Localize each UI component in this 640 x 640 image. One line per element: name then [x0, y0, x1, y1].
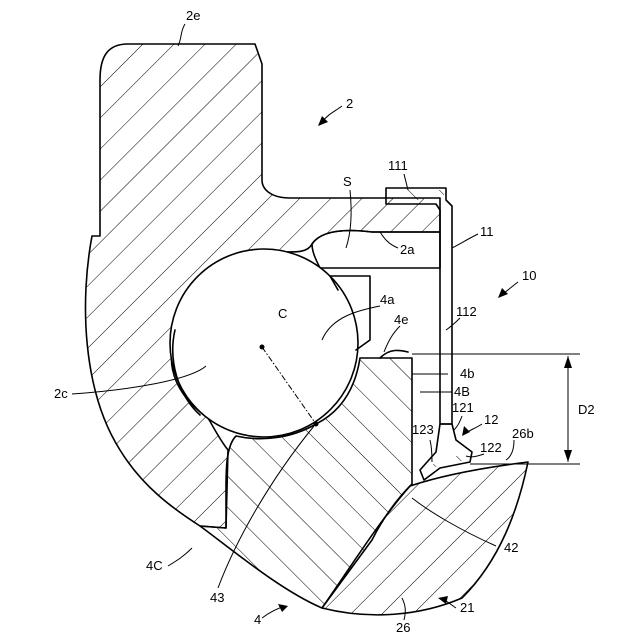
leader-11 — [452, 234, 478, 248]
label-d2: D2 — [578, 402, 595, 417]
label-2a: 2a — [400, 242, 415, 257]
label-4B: 4B — [454, 384, 470, 399]
d2-arrow-top — [564, 356, 572, 368]
label-4e: 4e — [394, 312, 408, 327]
leader-4e — [384, 326, 400, 352]
arrow-12 — [462, 426, 470, 436]
label-4b: 4b — [460, 366, 474, 381]
label-10: 10 — [522, 268, 536, 283]
label-112: 112 — [456, 304, 477, 319]
recess-s — [312, 231, 440, 269]
label-4a: 4a — [380, 292, 395, 307]
label-123: 123 — [412, 422, 434, 437]
label-4: 4 — [254, 612, 261, 627]
label-43: 43 — [210, 590, 224, 605]
leader-2a — [380, 232, 398, 248]
leader-112 — [446, 318, 460, 330]
label-42: 42 — [504, 540, 518, 555]
label-26: 26 — [396, 620, 410, 635]
label-2: 2 — [346, 96, 353, 111]
label-26b: 26b — [512, 426, 534, 441]
leader-26b — [506, 440, 514, 460]
leader-2e — [178, 24, 185, 46]
label-c: C — [278, 306, 287, 321]
label-2e: 2e — [186, 8, 200, 23]
label-121: 121 — [452, 400, 474, 415]
label-12: 12 — [484, 412, 498, 427]
leader-4C — [168, 548, 192, 566]
label-2c: 2c — [54, 386, 68, 401]
label-s: S — [343, 174, 352, 189]
label-11: 11 — [480, 224, 494, 239]
label-4C: 4C — [146, 558, 163, 573]
d2-arrow-bottom — [564, 450, 572, 462]
label-21: 21 — [460, 600, 474, 615]
label-122: 122 — [480, 440, 502, 455]
seal-111-hatch — [390, 190, 444, 200]
leader-121 — [454, 416, 462, 430]
arrow-10 — [498, 288, 508, 298]
contact-point-43 — [314, 422, 319, 427]
label-111: 111 — [388, 158, 408, 173]
